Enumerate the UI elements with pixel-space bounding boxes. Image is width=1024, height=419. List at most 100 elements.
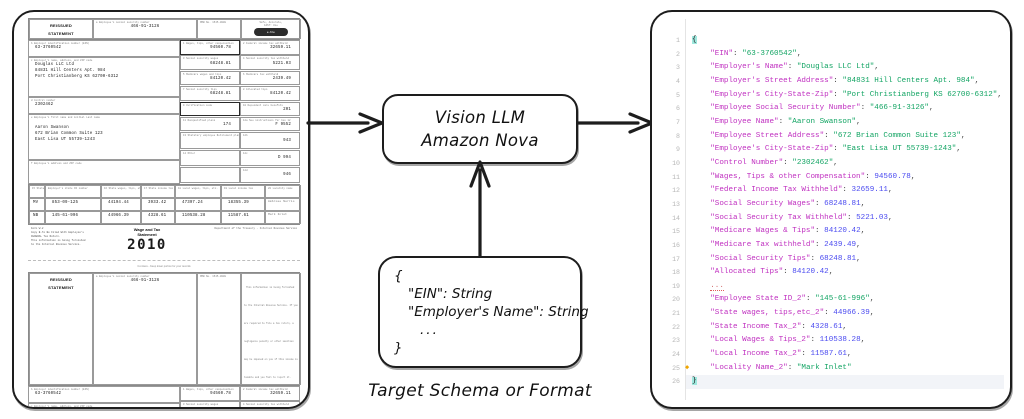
line-number: 21 — [672, 310, 680, 318]
schema-field-ein: "EIN": String — [408, 286, 493, 302]
code-line[interactable]: "Employer's Street Address": "84831 Hill… — [710, 76, 980, 85]
code-line[interactable]: "Social Security Wages": 68248.81, — [710, 199, 866, 208]
table-row: NB — [29, 211, 45, 224]
w2-omb-cell: OMB No. 1545-0008 — [197, 19, 241, 39]
code-content[interactable]: { "EIN": "63-3760542", "Employer's Name"… — [685, 19, 1004, 400]
code-line[interactable]: "EIN": "63-3760542", — [710, 49, 802, 58]
w2-header-row-2: REISSUED STATEMENT a Employee's social s… — [28, 272, 301, 386]
w2-state-local-table: 15 State Employer's state ID number 16 S… — [28, 184, 301, 225]
code-line[interactable]: "Federal Income Tax Withheld": 32659.11, — [710, 186, 893, 195]
line-number: 2 — [676, 50, 680, 58]
w2-footer: Form W-2 Copy B-To Be Filed With Employe… — [28, 225, 300, 256]
table-row: Ambrose Norris — [265, 198, 301, 211]
code-line[interactable]: "Employee State ID_2": "145-61-996", — [710, 295, 875, 304]
code-line[interactable]: "Employer's City-State-Zip": "Port Chris… — [710, 90, 1002, 99]
w2-employee-addr-cell: f Employee's address and ZIP code — [28, 160, 180, 184]
line-number: 8 — [676, 132, 680, 140]
source-document-panel[interactable]: REISSUED STATEMENT a Employee's social s… — [12, 10, 310, 409]
w2-box7: 7 Social security tips 68248.81 — [180, 86, 240, 101]
w2-box1: 1 Wages, tips, other compensation 94560.… — [180, 40, 240, 55]
code-line[interactable]: "Social Security Tax Withheld": 5221.03, — [710, 213, 893, 222]
line-number: 23 — [672, 337, 680, 345]
w2-employer-cell-2: c Employer's name, address, and ZIP code… — [28, 403, 180, 407]
code-line-brace[interactable]: { — [692, 36, 697, 44]
w2-efile-cell: Safe, Accurate, FAST! Use e-file — [241, 19, 301, 39]
w2-box4-2: 4 Social security tax withheld 5221.03 — [240, 401, 300, 407]
arrow-doc-to-llm — [306, 112, 384, 134]
arrow-schema-to-llm — [469, 160, 491, 258]
line-number: 4 — [676, 77, 680, 85]
code-line[interactable]: "Employee Street Address": "672 Brian Co… — [710, 131, 966, 140]
w2-body: b Employer identification number (EIN) 6… — [28, 40, 300, 184]
line-number: 25 — [672, 364, 680, 372]
code-line[interactable]: "Employee Name": "Aaron Swanson", — [710, 117, 861, 126]
target-schema-box[interactable]: { "EIN": String "Employer's Name": Strin… — [378, 256, 589, 368]
code-line[interactable]: "Employee's City-State-Zip": "East Lisa … — [710, 145, 961, 154]
line-number: 13 — [672, 200, 680, 208]
w2-box12d: 12d 946 — [240, 167, 300, 184]
w2-box9: 9 Verification code — [180, 101, 240, 117]
code-line-ellipsis[interactable]: ... — [710, 281, 724, 291]
state-header-local-tax: 19 Local income tax — [221, 185, 265, 198]
efile-logo-icon: e-file — [254, 28, 288, 37]
w2-body-2: b Employer identification number (EIN) 6… — [28, 386, 300, 407]
code-line[interactable]: "State Income Tax_2": 4328.61, — [710, 322, 847, 331]
code-line[interactable]: ◆ "Locality Name_2": "Mark Inlet" — [685, 363, 852, 373]
table-row: 853-09-125 — [45, 198, 101, 211]
w2-box2: 2 Federal income tax withheld 32659.11 — [240, 40, 300, 55]
llm-box-line1: Vision LLM — [434, 108, 526, 127]
code-line[interactable]: "Control Number": "2302462", — [710, 158, 838, 167]
state-header-tax: 17 State income tax — [141, 185, 175, 198]
w2-control-cell: d Control number 2302462 — [28, 97, 180, 114]
code-line[interactable]: "State wages, tips,etc_2": 44966.39, — [710, 309, 875, 318]
w2-box3-2: 3 Social security wages 68248.81 — [180, 401, 240, 407]
w2-box2-2: 2 Federal income tax withheld 32659.11 — [240, 386, 300, 401]
line-number: 10 — [672, 159, 680, 167]
line-number: 6 — [676, 105, 680, 113]
table-row: 145-61-996 — [45, 211, 101, 224]
w2-ein-cell-2: b Employer identification number (EIN) 6… — [28, 386, 180, 403]
code-line[interactable]: "Allocated Tips": 84120.42, — [710, 268, 834, 277]
line-number: 5 — [676, 91, 680, 99]
w2-footer-right: Department of the Treasury - Internal Re… — [214, 227, 298, 230]
table-row: 110538.28 — [175, 211, 221, 224]
w2-employer-cell: c Employer's name, address, and ZIP code… — [28, 57, 180, 97]
line-number: 9 — [676, 146, 680, 154]
w2-header-row: REISSUED STATEMENT a Employee's social s… — [28, 18, 301, 40]
table-row: 18355.39 — [221, 198, 265, 211]
code-line[interactable]: "Local Wages & Tips_2": 110538.28, — [710, 336, 866, 345]
vision-llm-box[interactable]: Vision LLM Amazon Nova — [382, 94, 578, 164]
code-line[interactable]: "Local Income Tax_2": 11587.61, — [710, 350, 852, 359]
w2-box12c: 12c D 994 — [240, 150, 300, 167]
w2-footer-center: Wage and Tax Statement 2010 — [127, 227, 167, 253]
document-scroll-area[interactable]: REISSUED STATEMENT a Employee's social s… — [28, 18, 301, 407]
w2-right-column: 1 Wages, tips, other compensation 94560.… — [180, 40, 300, 184]
w2-box1-2: 1 Wages, tips, other compensation 94560.… — [180, 386, 240, 401]
arrow-llm-to-json — [576, 112, 654, 134]
code-line[interactable]: "Medicare Tax withheld": 2439.49, — [710, 240, 861, 249]
cut-here-note: Cut Here - Keep lower portion for your r… — [137, 265, 191, 268]
table-row: 47397.24 — [175, 198, 221, 211]
w2-box5: 5 Medicare wages and tips 84120.42 — [180, 70, 240, 86]
line-number: 12 — [672, 187, 680, 195]
line-number: 3 — [676, 64, 680, 72]
w2-ein-cell: b Employer identification number (EIN) 6… — [28, 40, 180, 57]
code-line[interactable]: "Wages, Tips & other Compensation": 9456… — [710, 172, 916, 181]
w2-omb-cell-2: OMB No. 1545-0008 — [197, 273, 241, 385]
w2-right-column-2: 1 Wages, tips, other compensation 94560.… — [180, 386, 300, 407]
line-number: 22 — [672, 323, 680, 331]
table-row: 11587.61 — [221, 211, 265, 224]
code-line[interactable]: "Employee Social Security Number": "466-… — [710, 104, 934, 113]
line-number: 1 — [676, 37, 680, 44]
code-line[interactable]: "Employer's Name": "Douglas LLC Ltd", — [710, 63, 879, 72]
w2-box12a: 12a See instructions for box 12 F 9552 — [240, 116, 300, 132]
code-line[interactable]: "Medicare Wages & Tips": 84120.42, — [710, 227, 866, 236]
w2-reissued-title-2: REISSUED STATEMENT — [29, 273, 93, 385]
code-line[interactable]: "Social Security Tips": 68248.81, — [710, 254, 861, 263]
code-line-brace[interactable]: } — [686, 375, 1004, 390]
w2-left-column-2: b Employer identification number (EIN) 6… — [28, 386, 180, 407]
state-header-id: Employer's state ID number — [45, 185, 101, 198]
state-header-local-wages: 18 Local wages, tips, etc. — [175, 185, 221, 198]
